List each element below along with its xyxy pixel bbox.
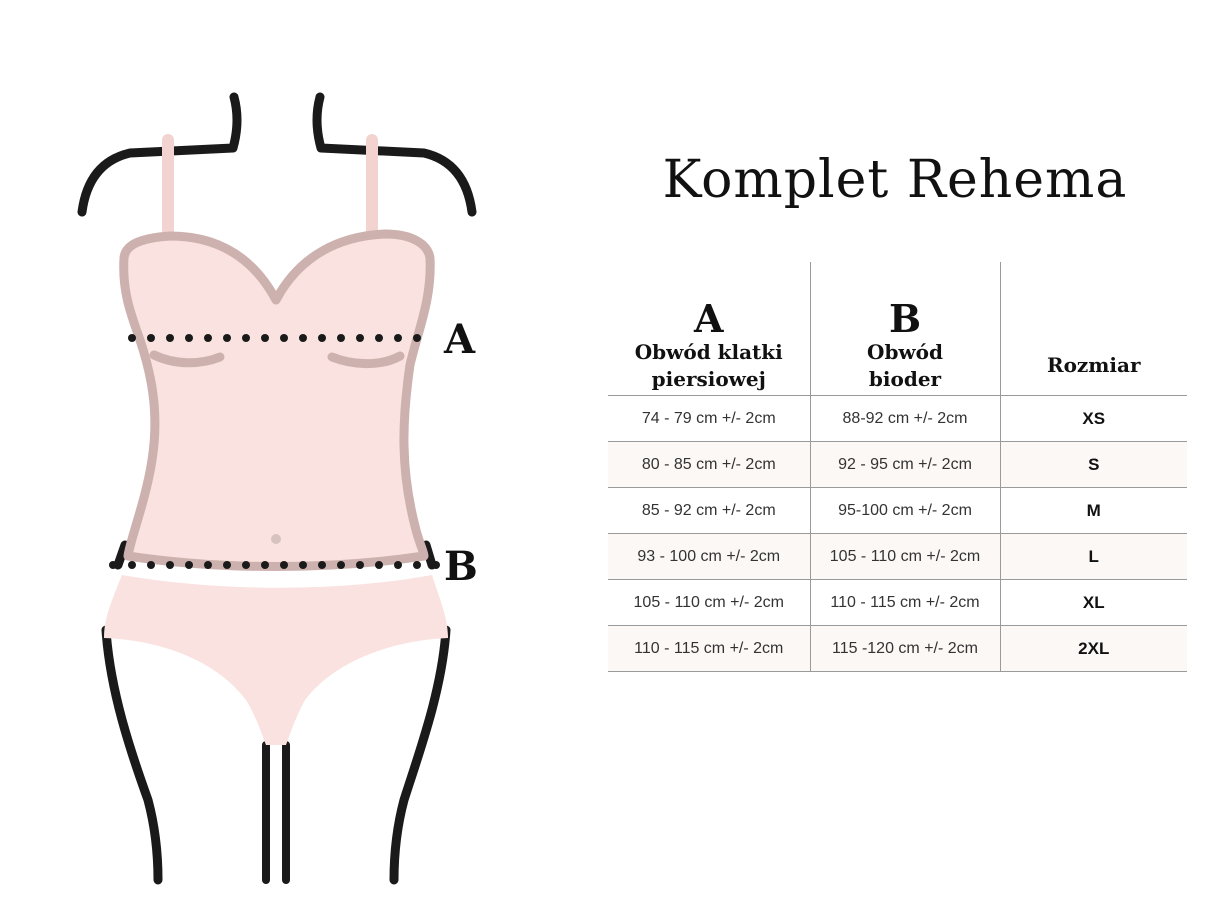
header-chest-line-2: piersiowej: [651, 367, 766, 391]
left-shoulder-outline: [77, 92, 242, 217]
navel: [271, 534, 281, 544]
header-size-label: Rozmiar: [1046, 353, 1141, 377]
header-hip-line-1: Obwód: [867, 340, 943, 364]
header-letter-a: A: [694, 296, 724, 342]
header-letter-b: B: [888, 296, 922, 342]
camisole-top: [119, 229, 435, 571]
right-bust-seam: [327, 351, 405, 369]
size-table-header-row: A Obwód klatki piersiowej B Obwód bioder…: [608, 262, 1187, 396]
measure-marker-a: A: [444, 316, 476, 363]
table-row: 80 - 85 cm +/- 2cm 92 - 95 cm +/- 2cm S: [608, 441, 1187, 488]
table-row: 93 - 100 cm +/- 2cm 105 - 110 cm +/- 2cm…: [608, 533, 1187, 580]
table-row: 85 - 92 cm +/- 2cm 95-100 cm +/- 2cm M: [608, 487, 1187, 534]
size-cell: XL: [1000, 579, 1187, 626]
page-title: Komplet Rehema: [662, 150, 1128, 210]
hip-cell: 115 -120 cm +/- 2cm: [810, 625, 1001, 672]
measurement-line-a: [128, 334, 421, 342]
table-row: 105 - 110 cm +/- 2cm 110 - 115 cm +/- 2c…: [608, 579, 1187, 626]
hip-cell: 105 - 110 cm +/- 2cm: [810, 533, 1001, 580]
left-waist-outline: [113, 540, 130, 570]
hip-cell: 110 - 115 cm +/- 2cm: [810, 579, 1001, 626]
right-waist-outline: [421, 540, 437, 570]
chest-cell: 110 - 115 cm +/- 2cm: [608, 625, 811, 672]
chest-cell: 80 - 85 cm +/- 2cm: [608, 441, 811, 488]
hip-cell: 95-100 cm +/- 2cm: [810, 487, 1001, 534]
left-bust-seam: [149, 350, 225, 368]
header-hip-line-2: bioder: [868, 367, 942, 391]
chest-cell: 105 - 110 cm +/- 2cm: [608, 579, 811, 626]
header-chest-circumference: A Obwód klatki piersiowej: [608, 262, 811, 396]
size-cell: XS: [1000, 395, 1187, 442]
size-cell: 2XL: [1000, 625, 1187, 672]
body-figure-illustration: [77, 92, 477, 885]
header-chest-line-1: Obwód klatki: [634, 340, 783, 364]
table-row: 110 - 115 cm +/- 2cm 115 -120 cm +/- 2cm…: [608, 625, 1187, 672]
size-cell: M: [1000, 487, 1187, 534]
size-table: A Obwód klatki piersiowej B Obwód bioder…: [608, 262, 1187, 672]
size-cell: L: [1000, 533, 1187, 580]
chest-cell: 74 - 79 cm +/- 2cm: [608, 395, 811, 442]
hip-cell: 92 - 95 cm +/- 2cm: [810, 441, 1001, 488]
right-shoulder-outline: [312, 92, 477, 217]
header-hip-circumference: B Obwód bioder: [810, 262, 1001, 396]
chest-cell: 85 - 92 cm +/- 2cm: [608, 487, 811, 534]
header-size: Rozmiar: [1000, 262, 1187, 396]
table-row: 74 - 79 cm +/- 2cm 88-92 cm +/- 2cm XS: [608, 395, 1187, 442]
left-leg-outline: [101, 625, 163, 885]
hip-cell: 88-92 cm +/- 2cm: [810, 395, 1001, 442]
briefs: [104, 575, 448, 745]
measurement-line-b: [109, 561, 440, 569]
chest-cell: 93 - 100 cm +/- 2cm: [608, 533, 811, 580]
right-leg-outline: [389, 625, 451, 885]
size-cell: S: [1000, 441, 1187, 488]
measure-marker-b: B: [444, 543, 478, 590]
